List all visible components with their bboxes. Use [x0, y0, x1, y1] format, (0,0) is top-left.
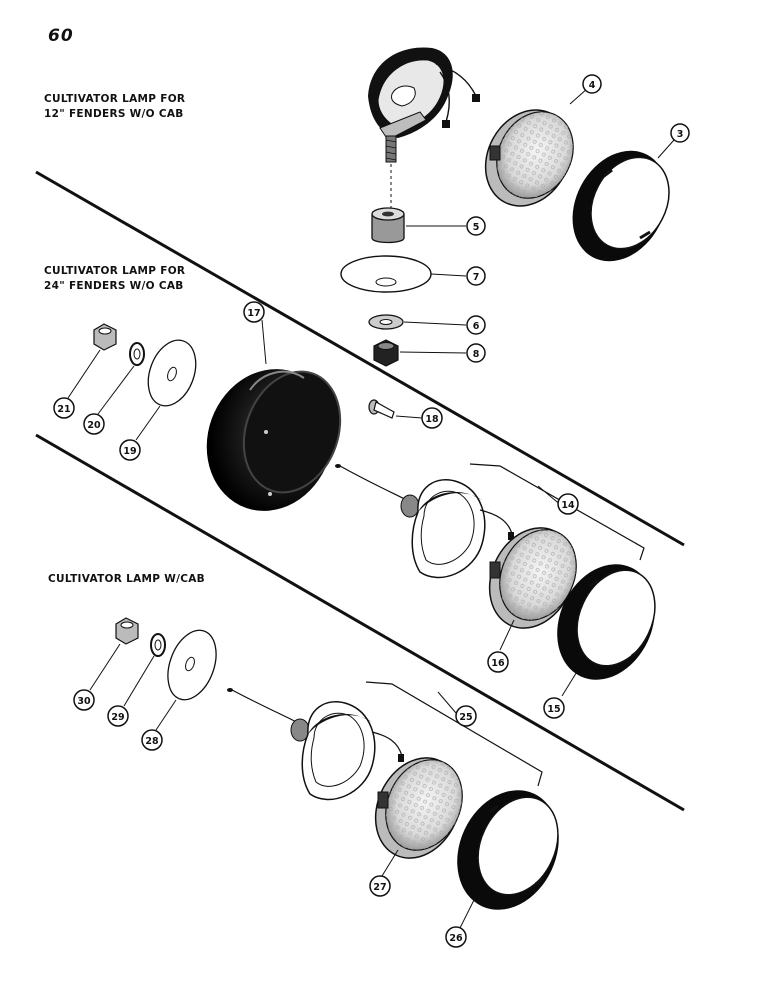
callout-6: 6	[466, 315, 486, 335]
svg-text:26: 26	[449, 933, 463, 944]
svg-text:18: 18	[425, 414, 439, 425]
svg-text:14: 14	[561, 500, 575, 511]
callout-29: 29	[107, 705, 129, 727]
callout-26: 26	[445, 926, 467, 948]
svg-text:25: 25	[459, 712, 472, 723]
callout-5: 5	[466, 216, 486, 236]
section-divider-line-2	[35, 433, 685, 812]
callout-17: 17	[243, 301, 265, 323]
svg-text:28: 28	[145, 736, 159, 747]
section-title-line2: 24" FENDERS W/O CAB	[44, 280, 184, 292]
sealed-beam-unit-16	[488, 527, 577, 651]
callout-15: 15	[543, 697, 565, 719]
section-divider-line-1	[35, 170, 685, 547]
leader-3	[657, 139, 675, 159]
screw-18	[368, 399, 423, 419]
callout-16: 16	[487, 651, 509, 673]
nut-30	[89, 617, 139, 691]
sealed-beam-unit-4	[484, 109, 574, 207]
callout-28: 28	[141, 729, 163, 751]
bracket-25	[365, 681, 543, 787]
section-title-line1: CULTIVATOR LAMP FOR	[44, 93, 186, 105]
section-title-12in-fenders: CULTIVATOR LAMP FOR 12" FENDERS W/O CAB	[44, 92, 185, 122]
bezel-ring-15	[557, 564, 656, 697]
section-title-line2: 12" FENDERS W/O CAB	[44, 108, 184, 120]
lamp-housing-17	[206, 319, 342, 511]
lamp-housing-top	[368, 47, 480, 212]
svg-text:7: 7	[473, 272, 480, 283]
svg-text:15: 15	[547, 704, 560, 715]
washer-disc-19	[135, 339, 197, 441]
callout-27: 27	[369, 875, 391, 897]
callout-14: 14	[557, 493, 579, 515]
svg-text:17: 17	[247, 308, 260, 319]
nut-21	[67, 323, 117, 399]
nut-8	[373, 339, 467, 367]
svg-text:5: 5	[473, 222, 480, 233]
svg-text:21: 21	[57, 404, 70, 415]
section-title-24in-fenders: CULTIVATOR LAMP FOR 24" FENDERS W/O CAB	[44, 264, 185, 294]
svg-text:27: 27	[373, 882, 386, 893]
svg-text:3: 3	[677, 129, 684, 140]
section-title-with-cab: CULTIVATOR LAMP W/CAB	[48, 572, 205, 587]
section-title-line1: CULTIVATOR LAMP FOR	[44, 265, 186, 277]
spacer-5	[371, 207, 466, 244]
bezel-ring-3	[572, 150, 670, 262]
washer-disc-7	[340, 255, 467, 293]
callout-7: 7	[466, 266, 486, 286]
lock-washer-20	[97, 342, 145, 415]
svg-text:6: 6	[473, 321, 480, 332]
svg-text:19: 19	[123, 446, 136, 457]
lock-washer-6	[368, 314, 467, 330]
page-number: 60	[48, 26, 74, 46]
svg-text:20: 20	[87, 420, 101, 431]
callout-30: 30	[73, 689, 95, 711]
callout-25: 25	[455, 705, 477, 727]
lamp-body-bottom	[227, 688, 404, 801]
washer-disc-28	[155, 629, 217, 731]
sealed-beam-unit-27	[374, 757, 463, 877]
lamp-body-middle	[335, 464, 514, 579]
svg-text:30: 30	[77, 696, 91, 707]
lock-washer-29	[123, 633, 166, 707]
svg-text:8: 8	[473, 349, 480, 360]
svg-text:29: 29	[111, 712, 124, 723]
callout-20: 20	[83, 413, 105, 435]
callout-3: 3	[670, 123, 690, 143]
callout-19: 19	[119, 439, 141, 461]
svg-text:4: 4	[589, 80, 596, 91]
callout-4: 4	[582, 74, 602, 94]
callout-8: 8	[466, 343, 486, 363]
bezel-ring-26	[457, 790, 559, 929]
section-title-line1: CULTIVATOR LAMP W/CAB	[48, 573, 205, 585]
svg-text:16: 16	[491, 658, 505, 669]
callout-18: 18	[421, 407, 443, 429]
callout-21: 21	[53, 397, 75, 419]
